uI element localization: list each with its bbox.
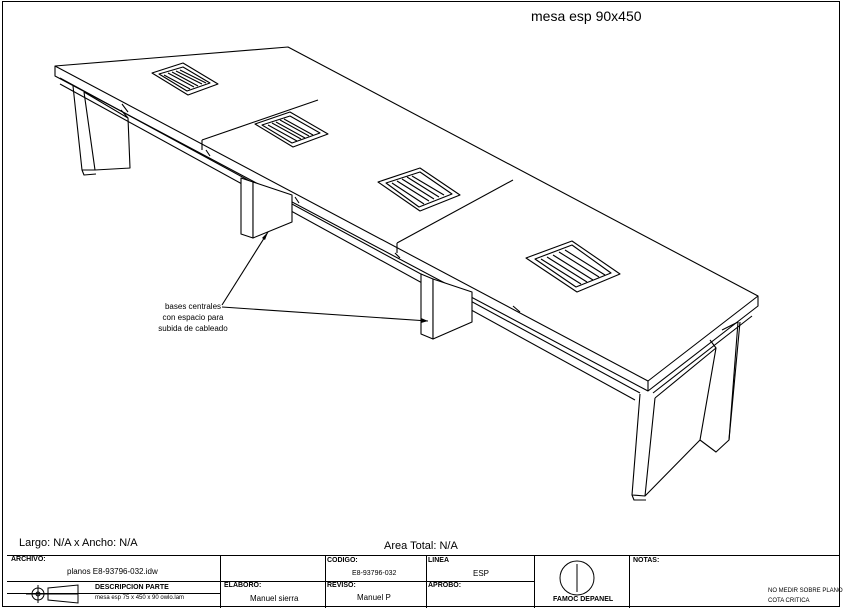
grommet-4 bbox=[525, 240, 621, 293]
grommet-3 bbox=[377, 167, 461, 212]
leader-line-1 bbox=[221, 231, 269, 306]
right-leg bbox=[631, 393, 656, 497]
note-cota-critica: COTA CRITICA bbox=[768, 598, 810, 604]
area-text: Area Total: N/A bbox=[384, 540, 458, 552]
linea-label: LINEA bbox=[428, 557, 449, 564]
archivo-value: planos E8-93796-032.idw bbox=[67, 567, 158, 576]
dimensions-text: Largo: N/A x Ancho: N/A bbox=[19, 537, 138, 549]
center-base-1 bbox=[240, 177, 254, 239]
archivo-label: ARCHIVO: bbox=[11, 556, 46, 563]
grommet-1 bbox=[151, 62, 219, 96]
notas-label: NOTAS: bbox=[633, 557, 660, 564]
codigo-label: CODIGO: bbox=[327, 557, 358, 564]
center-base-2 bbox=[420, 273, 434, 340]
panel-joint-1 bbox=[201, 99, 319, 141]
codigo-value: E8-93796-032 bbox=[352, 570, 397, 577]
note-no-medir: NO MEDIR SOBRE PLANO bbox=[768, 588, 843, 594]
leader-line-2 bbox=[221, 306, 429, 322]
annotation-note: bases centrales con espacio para subida … bbox=[158, 302, 228, 333]
reviso-label: REVISO: bbox=[327, 582, 356, 589]
title-block bbox=[7, 555, 840, 608]
linea-value: ESP bbox=[473, 569, 490, 578]
descripcion-label: DESCRIPCION PARTE bbox=[95, 584, 169, 591]
reviso-value: Manuel P bbox=[357, 593, 391, 602]
left-leg bbox=[72, 85, 96, 171]
aprobo-label: APROBO: bbox=[428, 582, 462, 589]
elaboro-label: ELABORO: bbox=[224, 582, 262, 589]
company-logo-mark bbox=[559, 560, 595, 596]
descripcion-value: mesa esp 75 x 450 x 90 owlo.lam bbox=[95, 595, 185, 601]
grommet-2 bbox=[254, 111, 329, 148]
drawing-title: mesa esp 90x450 bbox=[531, 8, 642, 24]
company-logo-text: FAMOC DEPANEL bbox=[553, 596, 614, 603]
panel-joint-2 bbox=[396, 179, 514, 244]
elaboro-value: Manuel sierra bbox=[250, 594, 299, 603]
